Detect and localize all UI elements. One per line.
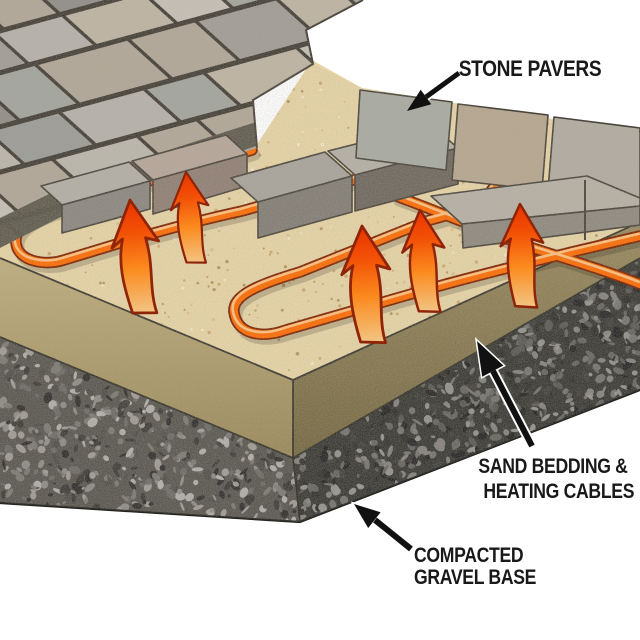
labels: STONE PAVERS SAND BEDDING & HEATING CABL… (414, 57, 635, 590)
callout-arrow-icon (474, 337, 537, 449)
label-sand-bedding-line2: HEATING CABLES (483, 479, 634, 503)
callout-arrow-icon (350, 501, 415, 553)
callout-arrows (350, 69, 537, 553)
label-stone-pavers: STONE PAVERS (459, 57, 602, 82)
label-gravel-base-line1: COMPACTED (414, 543, 523, 567)
label-gravel-base-line2: GRAVEL BASE (414, 565, 536, 589)
label-sand-bedding-line1: SAND BEDDING & (478, 454, 627, 478)
callout-arrow-icon (407, 69, 462, 111)
